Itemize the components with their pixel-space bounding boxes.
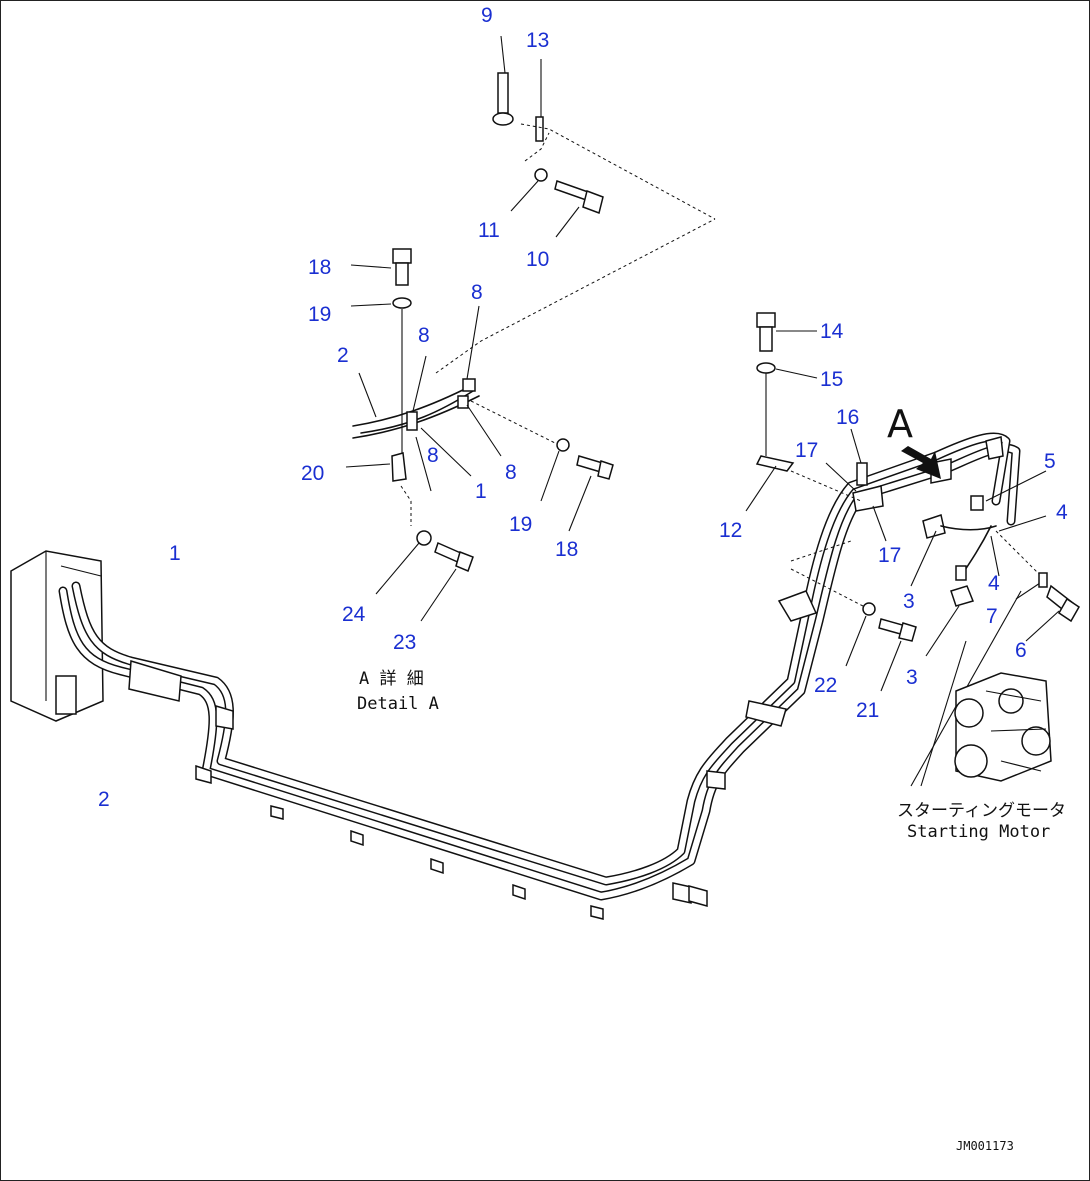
callout-2: 2 [98, 788, 110, 811]
callout-23: 23 [393, 631, 416, 654]
main-harness-run [10, 432, 1021, 920]
callout-14: 14 [820, 320, 844, 343]
callout-17: 17 [878, 544, 901, 567]
callout-12: 12 [719, 519, 742, 542]
callout-15: 15 [820, 368, 843, 391]
callout-1: 1 [169, 542, 181, 565]
callout-8: 8 [418, 324, 430, 347]
callout-21: 21 [856, 699, 879, 722]
callout-17: 17 [795, 439, 818, 462]
callout-10: 10 [526, 248, 549, 271]
starting-motor-label-en: Starting Motor [907, 822, 1050, 842]
drawing-id: JM001173 [956, 1139, 1014, 1153]
callout-8: 8 [471, 281, 483, 304]
bolt-cluster-top [492, 35, 716, 238]
callout-8: 8 [427, 444, 439, 467]
callout-20: 20 [301, 462, 324, 485]
starting-motor-label-jp: スターティングモータ [897, 801, 1066, 821]
callout-3: 3 [903, 590, 915, 613]
callout-6: 6 [1015, 639, 1027, 662]
callout-18: 18 [555, 538, 578, 561]
callout-8: 8 [505, 461, 517, 484]
callout-19: 19 [308, 303, 331, 326]
callout-7: 7 [986, 605, 998, 628]
callout-1: 1 [475, 480, 487, 503]
callout-labels: 9 13 11 10 18 19 8 8 2 20 8 1 8 19 18 24… [98, 4, 1068, 811]
right-bolt-cluster [745, 312, 1080, 692]
detail-a-label-en: Detail A [357, 694, 439, 714]
callout-3: 3 [906, 666, 918, 689]
detail-a-marker: A [887, 402, 913, 446]
detail-a-view [345, 218, 716, 622]
detail-a-arrow [901, 446, 941, 479]
callout-5: 5 [1044, 450, 1056, 473]
callout-19: 19 [509, 513, 532, 536]
callout-22: 22 [814, 674, 837, 697]
callout-13: 13 [526, 29, 549, 52]
callout-4: 4 [988, 572, 1000, 595]
callout-16: 16 [836, 406, 859, 429]
detail-a-label-jp: A 詳 細 [359, 669, 424, 689]
starting-motor-illustration [910, 590, 1052, 787]
callout-4: 4 [1056, 501, 1068, 524]
callout-9: 9 [481, 4, 493, 27]
callout-24: 24 [342, 603, 366, 626]
callout-11: 11 [478, 219, 500, 242]
callout-18: 18 [308, 256, 331, 279]
callout-2: 2 [337, 344, 349, 367]
